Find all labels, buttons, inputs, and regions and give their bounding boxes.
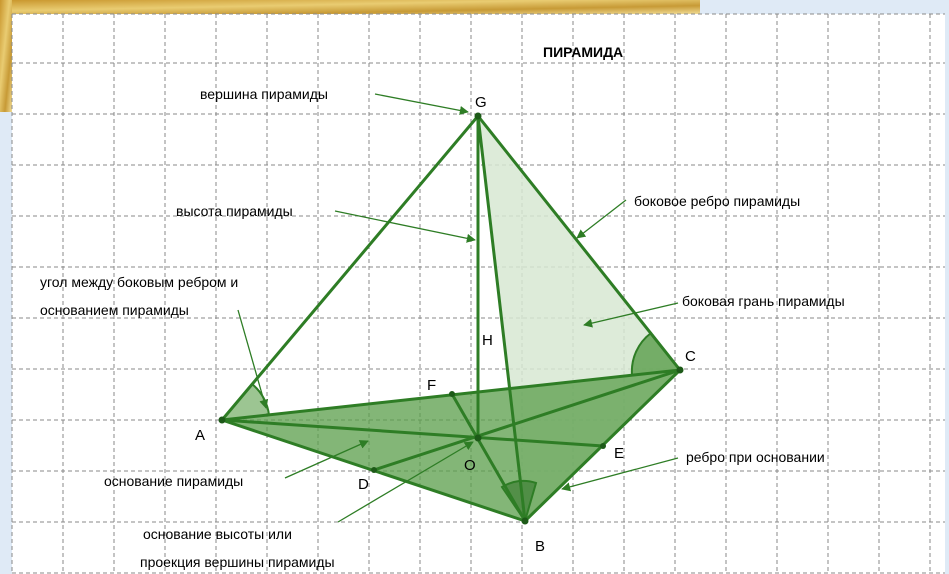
diagram-title: ПИРАМИДА (543, 44, 623, 60)
point-label-a: A (195, 427, 205, 444)
angle-b-sector (500, 479, 538, 524)
edge-gb (476, 114, 527, 523)
point-label-f: F (427, 377, 436, 394)
label-apex: вершина пирамиды (200, 86, 328, 102)
annotation-arrows (237, 93, 679, 523)
edge-gc (476, 114, 682, 372)
label-angle-line2: основанием пирамиды (40, 302, 189, 318)
arrow-height (334, 210, 476, 243)
vertex-dots (218, 112, 684, 525)
point-label-h: H (482, 332, 493, 349)
arrow-angle (237, 309, 269, 409)
arrow-height-foot (337, 441, 474, 523)
arrow-base (284, 440, 369, 479)
decor-top-band (0, 0, 700, 14)
label-height-foot-line2: проекция вершины пирамиды (140, 554, 335, 570)
arrow-lateral-face (583, 302, 679, 328)
edge-ga (220, 114, 480, 422)
median-ae (220, 418, 605, 448)
median-cd (372, 368, 682, 472)
point-label-g: G (475, 94, 487, 111)
point-label-e: E (614, 445, 624, 462)
label-lateral-face: боковая грань пирамиды (682, 293, 845, 309)
label-height: высота пирамиды (176, 203, 293, 219)
label-lateral-edge: боковое ребро пирамиды (634, 193, 800, 209)
point-label-c: C (685, 348, 696, 365)
point-label-o: O (464, 457, 476, 474)
median-fb (450, 392, 527, 523)
decor-left-band (0, 0, 12, 112)
label-base: основание пирамиды (104, 473, 243, 489)
point-label-d: D (358, 476, 369, 493)
label-base-edge: ребро при основании (686, 449, 825, 465)
point-label-b: B (535, 538, 545, 555)
grid (11, 13, 945, 574)
arrow-lateral-edge (576, 199, 627, 239)
label-angle-line1: угол между боковым ребром и (40, 274, 238, 290)
arrow-apex (374, 93, 469, 115)
label-height-foot-line1: основание высоты или (143, 526, 292, 542)
arrow-base-edge (561, 457, 679, 492)
